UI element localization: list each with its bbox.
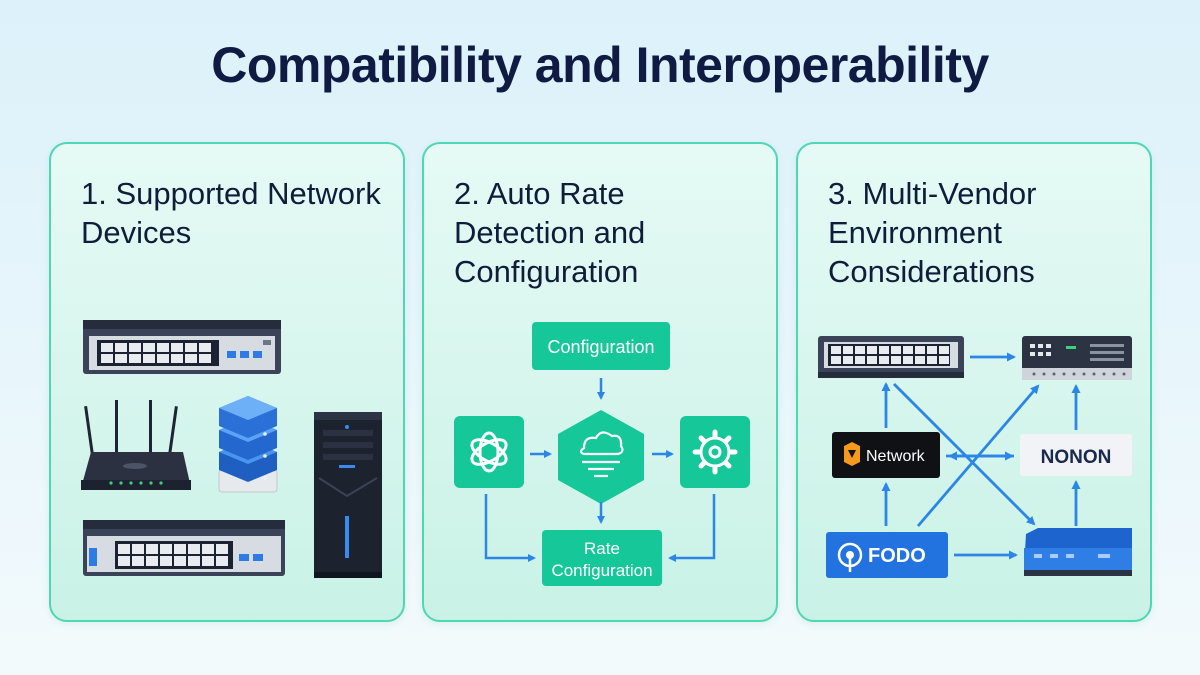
network-vendor-badge: Network xyxy=(832,432,940,478)
switch-icon xyxy=(818,336,964,378)
rate-box-label-line2: Configuration xyxy=(551,561,652,580)
switch-icon xyxy=(83,520,285,576)
rate-configuration-box: Rate Configuration xyxy=(542,530,662,586)
page-title: Compatibility and Interoperability xyxy=(211,37,989,93)
fodo-vendor-badge: FODO xyxy=(826,532,948,578)
router-icon xyxy=(81,400,191,490)
card-supported-devices: 1. Supported Network Devices xyxy=(49,142,405,622)
tower-pc-icon xyxy=(314,412,382,578)
card-auto-rate: 2. Auto Rate Detection and Configuration… xyxy=(422,142,778,622)
vendor-arrows xyxy=(881,352,1081,560)
cloud-hexagon-icon xyxy=(558,410,644,504)
nonon-vendor-badge: NONON xyxy=(1020,434,1132,476)
fodo-vendor-label: FODO xyxy=(868,545,926,567)
configuration-box-label: Configuration xyxy=(547,337,654,357)
rate-box-label-line1: Rate xyxy=(584,539,620,558)
card-multi-vendor: 3. Multi-Vendor Environment Consideratio… xyxy=(796,142,1152,622)
server-stack-icon xyxy=(218,396,278,493)
card-title-auto-rate: 2. Auto Rate Detection and Configuration xyxy=(454,176,646,289)
card-title-supported-devices: 1. Supported Network Devices xyxy=(81,176,381,250)
configuration-box: Configuration xyxy=(532,322,670,370)
vendor-network-diagram: Network NONON FODO xyxy=(818,336,1132,578)
openai-icon xyxy=(454,416,524,488)
switch-icon xyxy=(83,320,281,374)
network-vendor-label: Network xyxy=(866,448,926,465)
gear-icon xyxy=(680,416,750,488)
nonon-vendor-label: NONON xyxy=(1041,447,1112,468)
appliance-icon xyxy=(1022,336,1132,380)
devices-illustration xyxy=(81,320,382,578)
card-title-multi-vendor: 3. Multi-Vendor Environment Consideratio… xyxy=(828,176,1037,289)
flow-arrows xyxy=(484,378,716,562)
blue-device-icon xyxy=(1024,528,1132,576)
rate-flow-diagram: Configuration xyxy=(454,322,750,586)
